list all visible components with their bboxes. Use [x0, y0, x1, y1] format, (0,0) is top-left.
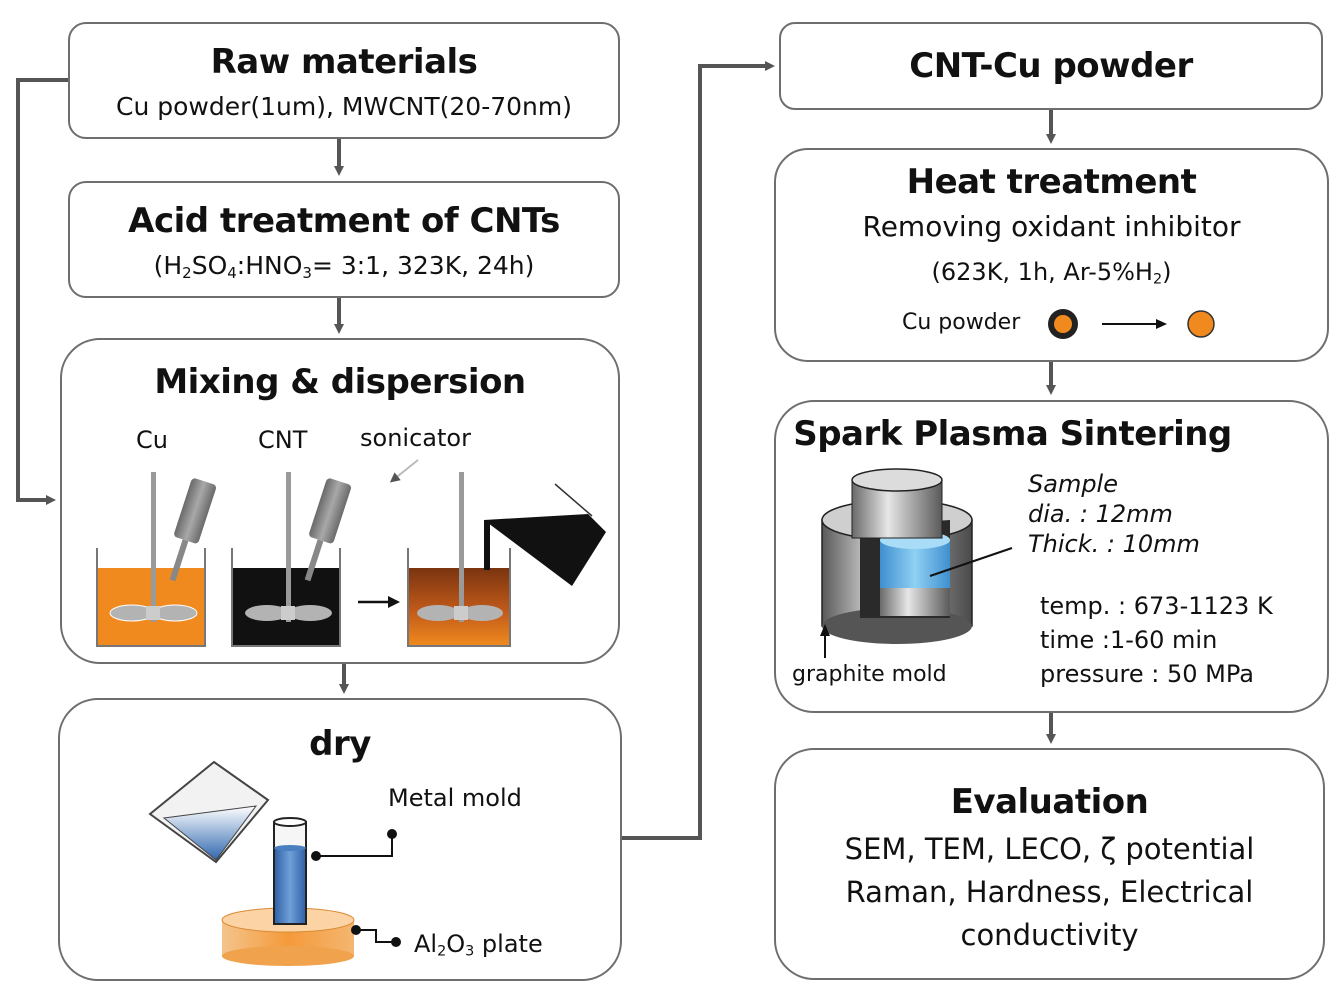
acid-treatment-conditions: (H2SO4:HNO3= 3:1, 323K, 24h) [153, 251, 535, 282]
cnt-cu-powder-title: CNT-Cu powder [909, 46, 1193, 86]
metal-mold [273, 817, 307, 925]
sample-diameter: dia. : 12mm [1028, 500, 1173, 528]
heat-treatment-conditions: (623K, 1h, Ar-5%H2) [931, 258, 1172, 288]
graphite-mold-label: graphite mold [792, 662, 947, 687]
cnt-label: CNT [258, 426, 308, 454]
sps-title: Spark Plasma Sintering [793, 414, 1232, 454]
pouring-cup [148, 760, 270, 864]
evaluation-title: Evaluation [950, 782, 1149, 822]
mixed-beaker [407, 472, 511, 647]
mixing-title: Mixing & dispersion [154, 362, 526, 402]
sample-thickness: Thick. : 10mm [1028, 530, 1200, 558]
dry-illustration [148, 760, 401, 966]
pouring-beaker [484, 483, 606, 586]
acid-treatment-box: Acid treatment of CNTs (H2SO4:HNO3= 3:1,… [68, 181, 620, 298]
metal-mold-label: Metal mold [388, 784, 522, 812]
sps-mold-illustration [820, 468, 1013, 658]
evaluation-box: Evaluation SEM, TEM, LECO, ζ potential R… [774, 748, 1325, 980]
heat-treatment-title: Heat treatment [906, 162, 1197, 202]
raw-materials-title: Raw materials [210, 42, 478, 82]
cnt-beaker [231, 472, 351, 647]
sample-label: Sample [1028, 470, 1118, 498]
oxide-removal-illustration [1048, 309, 1215, 339]
raw-materials-box: Raw materials Cu powder(1um), MWCNT(20-7… [68, 22, 620, 139]
evaluation-line-3: conductivity [960, 918, 1139, 952]
cu-beaker [96, 472, 216, 647]
al2o3-plate-label: Al2O3 plate [414, 930, 543, 960]
mixing-illustration [96, 459, 606, 647]
cnt-cu-powder-box: CNT-Cu powder [779, 22, 1323, 110]
raw-materials-text: Cu powder(1um), MWCNT(20-70nm) [116, 92, 572, 121]
dry-title: dry [309, 724, 371, 764]
sps-temperature: temp. : 673-1123 K [1040, 592, 1273, 620]
cu-powder-label: Cu powder [902, 310, 1021, 335]
sps-time: time :1-60 min [1040, 626, 1218, 654]
sonicator-label: sonicator [360, 424, 471, 452]
heat-treatment-text: Removing oxidant inhibitor [862, 210, 1241, 243]
evaluation-line-1: SEM, TEM, LECO, ζ potential [844, 832, 1255, 866]
evaluation-line-2: Raman, Hardness, Electrical [845, 875, 1254, 909]
sps-pressure: pressure : 50 MPa [1040, 660, 1254, 688]
cu-label: Cu [136, 426, 168, 454]
acid-treatment-title: Acid treatment of CNTs [128, 201, 560, 241]
